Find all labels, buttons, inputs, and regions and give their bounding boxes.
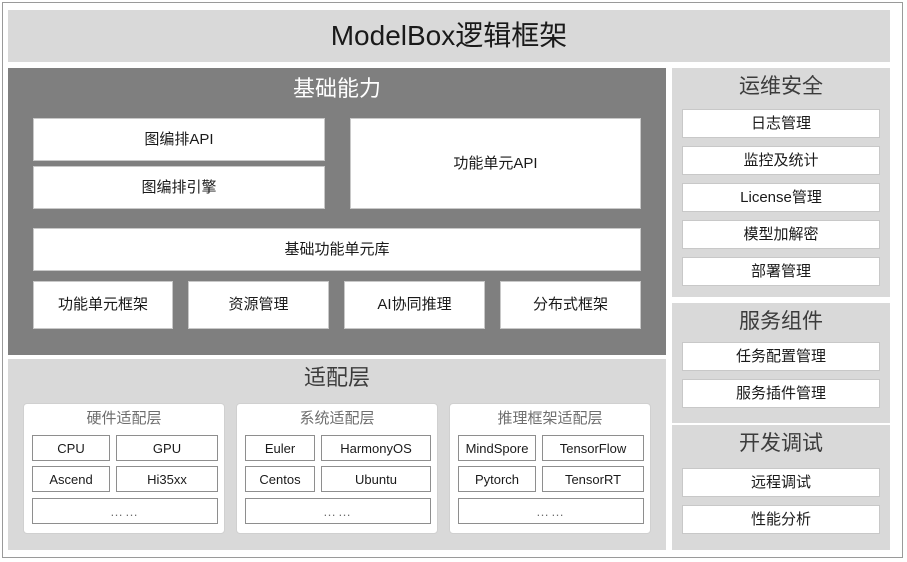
- chip-harmonyos[interactable]: HarmonyOS: [321, 435, 431, 461]
- right-column: 运维安全 日志管理 监控及统计 License管理 模型加解密 部署管理 服务组…: [672, 68, 890, 550]
- page-title: ModelBox逻辑框架: [330, 20, 568, 51]
- chip-centos[interactable]: Centos: [245, 466, 315, 492]
- sidebar-item-monitoring-stats[interactable]: 监控及统计: [682, 146, 880, 175]
- adaptation-group-title: 硬件适配层: [86, 410, 162, 427]
- core-capability-heading: 基础能力: [292, 76, 381, 101]
- chip-pytorch[interactable]: Pytorch: [458, 466, 536, 492]
- left-column: 基础能力 图编排API 图编排引擎 功能单元API 基础功能单元库 功能单元框架…: [8, 68, 666, 550]
- core-capability-panel: 基础能力 图编排API 图编排引擎 功能单元API 基础功能单元库 功能单元框架…: [8, 68, 666, 355]
- sidebar-item-service-plugin-management[interactable]: 服务插件管理: [682, 379, 880, 408]
- chip-more-system[interactable]: ……: [245, 498, 431, 524]
- block-distributed-framework[interactable]: 分布式框架: [500, 281, 641, 329]
- sidebar-item-task-config-management[interactable]: 任务配置管理: [682, 342, 880, 371]
- chip-gpu[interactable]: GPU: [116, 435, 218, 461]
- chip-more-hardware[interactable]: ……: [32, 498, 218, 524]
- sidebar-panel-dev-debug: 开发调试 远程调试 性能分析: [672, 425, 890, 550]
- sidebar-panel-service-components: 服务组件 任务配置管理 服务插件管理: [672, 303, 890, 423]
- chip-cpu[interactable]: CPU: [32, 435, 110, 461]
- chip-ascend[interactable]: Ascend: [32, 466, 110, 492]
- adaptation-layer-panel: 适配层 硬件适配层 CPU GPU Ascend Hi35xx …… 系统适配层…: [8, 359, 666, 550]
- block-ai-collaborative-inference[interactable]: AI协同推理: [344, 281, 485, 329]
- sidebar-item-license-management[interactable]: License管理: [682, 183, 880, 212]
- sidebar-item-model-encryption[interactable]: 模型加解密: [682, 220, 880, 249]
- chip-hi35xx[interactable]: Hi35xx: [116, 466, 218, 492]
- diagram-title-bar: ModelBox逻辑框架: [8, 10, 890, 62]
- block-base-functional-unit-library[interactable]: 基础功能单元库: [33, 228, 641, 271]
- sidebar-panel-heading: 运维安全: [739, 75, 823, 98]
- sidebar-panel-heading: 服务组件: [739, 310, 823, 333]
- adaptation-group-system: 系统适配层 Euler HarmonyOS Centos Ubuntu ……: [236, 403, 438, 534]
- sidebar-item-deployment-management[interactable]: 部署管理: [682, 257, 880, 286]
- adaptation-group-title: 推理框架适配层: [497, 410, 603, 427]
- block-functional-unit-framework[interactable]: 功能单元框架: [33, 281, 173, 329]
- sidebar-item-performance-analysis[interactable]: 性能分析: [682, 505, 880, 534]
- adaptation-group-title: 系统适配层: [299, 410, 375, 427]
- chip-euler[interactable]: Euler: [245, 435, 315, 461]
- sidebar-item-log-management[interactable]: 日志管理: [682, 109, 880, 138]
- adaptation-group-inference-framework: 推理框架适配层 MindSpore TensorFlow Pytorch Ten…: [449, 403, 651, 534]
- block-resource-management[interactable]: 资源管理: [188, 281, 329, 329]
- chip-tensorflow[interactable]: TensorFlow: [542, 435, 644, 461]
- adaptation-group-hardware: 硬件适配层 CPU GPU Ascend Hi35xx ……: [23, 403, 225, 534]
- block-graph-orchestration-api[interactable]: 图编排API: [33, 118, 325, 161]
- adaptation-layer-heading: 适配层: [303, 365, 370, 390]
- chip-tensorrt[interactable]: TensorRT: [542, 466, 644, 492]
- sidebar-item-remote-debug[interactable]: 远程调试: [682, 468, 880, 497]
- chip-ubuntu[interactable]: Ubuntu: [321, 466, 431, 492]
- sidebar-panel-heading: 开发调试: [739, 432, 823, 455]
- chip-more-inference[interactable]: ……: [458, 498, 644, 524]
- sidebar-panel-ops-security: 运维安全 日志管理 监控及统计 License管理 模型加解密 部署管理: [672, 68, 890, 297]
- block-graph-orchestration-engine[interactable]: 图编排引擎: [33, 166, 325, 209]
- block-functional-unit-api[interactable]: 功能单元API: [350, 118, 641, 209]
- chip-mindspore[interactable]: MindSpore: [458, 435, 536, 461]
